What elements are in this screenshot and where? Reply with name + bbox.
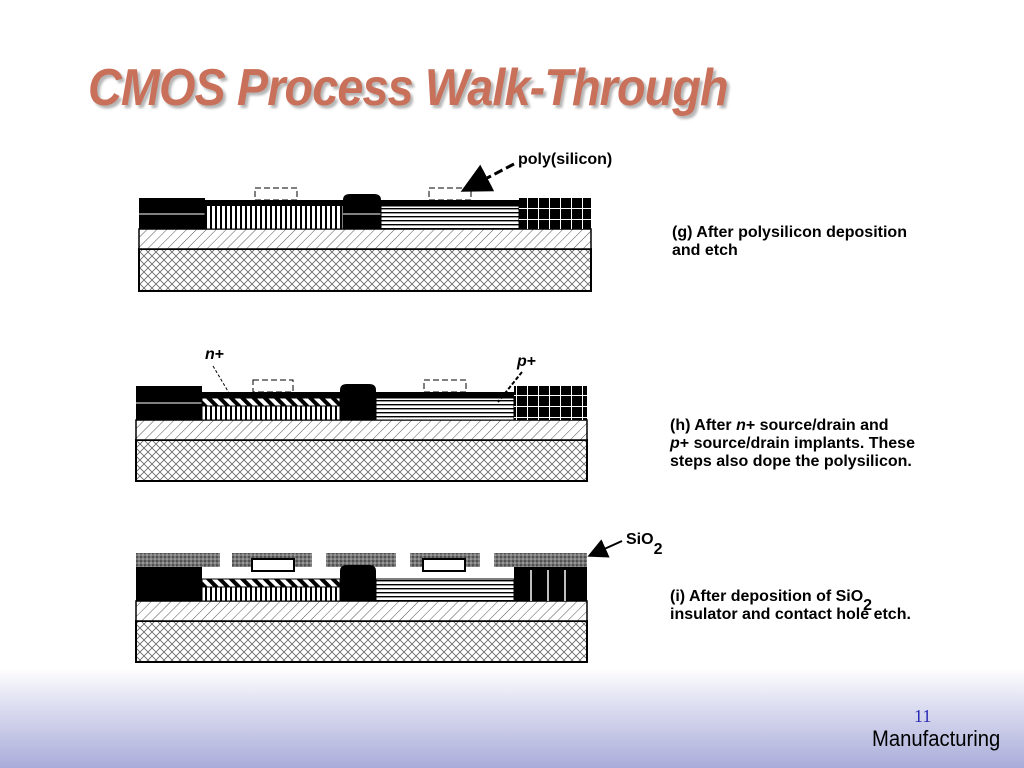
- n-plus-label: n+: [205, 346, 224, 364]
- caption-h-line3: steps also dope the polysilicon.: [670, 453, 912, 470]
- sio-subscript: 2: [653, 541, 663, 558]
- caption-h-line1-rest: source/drain and: [755, 417, 889, 434]
- p-letter: p: [517, 353, 527, 370]
- caption-i-subscript: 2: [863, 597, 873, 614]
- caption-i-line1: (i) After deposition of SiO2: [670, 588, 911, 614]
- caption-i-text: (i) After deposition of SiO: [670, 588, 864, 605]
- cross-section-i: [135, 539, 623, 663]
- page-number: 11: [914, 706, 932, 726]
- caption-h: (h) After n+ source/drain and p+ source/…: [670, 417, 915, 471]
- caption-g-line1: (g) After polysilicon deposition: [672, 224, 907, 241]
- caption-h-plus: +: [745, 417, 756, 434]
- footer-gradient-band: [0, 668, 1024, 768]
- caption-h-prefix: (h) After: [670, 417, 737, 434]
- caption-h-p: p: [670, 435, 680, 452]
- caption-h-plus2: +: [679, 435, 690, 452]
- caption-h-line1: (h) After n+ source/drain and: [670, 417, 915, 435]
- caption-g-line2: and etch: [672, 242, 738, 259]
- poly-label: poly(silicon): [518, 151, 613, 168]
- cross-section-h: [135, 365, 588, 482]
- cross-section-g: [138, 162, 592, 292]
- sio-base: SiO: [626, 531, 654, 548]
- section-label: Manufacturing: [872, 726, 1001, 751]
- sio2-label: SiO2: [626, 531, 662, 558]
- caption-h-line2: p+ source/drain implants. These: [670, 435, 915, 453]
- caption-h-line2-rest: source/drain implants. These: [689, 435, 915, 452]
- caption-i-line2: insulator and contact hole etch.: [670, 606, 911, 623]
- slide-title: CMOS Process Walk-Through: [88, 59, 729, 117]
- p-plus-label: p+: [517, 353, 536, 371]
- plus-sign: +: [214, 346, 225, 363]
- plus-sign: +: [526, 353, 537, 370]
- n-letter: n: [205, 346, 215, 363]
- caption-g: (g) After polysilicon deposition and etc…: [672, 224, 907, 260]
- caption-h-n: n: [736, 417, 746, 434]
- caption-i: (i) After deposition of SiO2 insulator a…: [670, 588, 911, 624]
